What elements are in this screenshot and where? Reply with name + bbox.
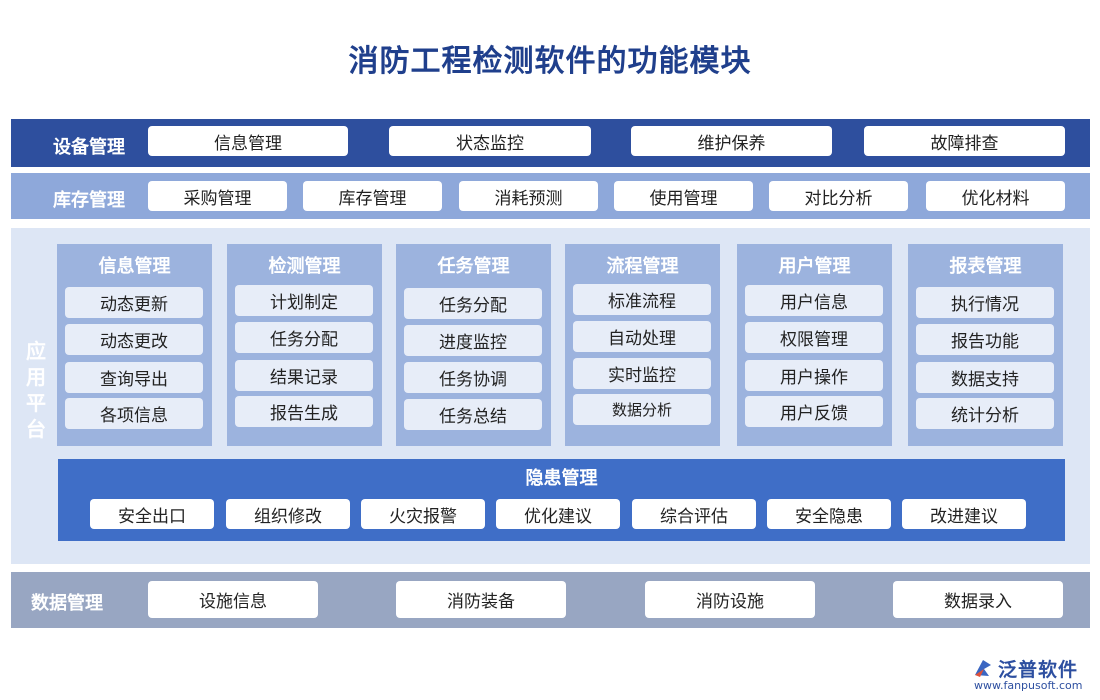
inventory-item: 采购管理: [148, 181, 287, 211]
data-item: 数据录入: [893, 581, 1063, 618]
hazard-management-title: 隐患管理: [525, 468, 598, 489]
module-item: 任务协调: [404, 362, 542, 393]
hazard-item: 安全出口: [90, 499, 214, 529]
module-item: 任务分配: [235, 322, 373, 353]
data-management-band: 数据管理 设施信息 消防装备 消防设施 数据录入: [11, 572, 1090, 628]
module-title: 用户管理: [778, 256, 851, 277]
device-item: 故障排查: [864, 126, 1065, 156]
module-item: 执行情况: [916, 287, 1054, 318]
fanpu-logo: 泛普软件 www.fanpusoft.com: [972, 655, 1094, 697]
logo-url: www.fanpusoft.com: [974, 679, 1083, 692]
device-management-label: 设备管理: [53, 137, 125, 158]
module-title: 信息管理: [98, 256, 171, 277]
module-item: 报告功能: [916, 324, 1054, 355]
device-item: 状态监控: [389, 126, 591, 156]
module-item: 各项信息: [65, 398, 203, 429]
inventory-management-band: 库存管理 采购管理 库存管理 消耗预测 使用管理 对比分析 优化材料: [11, 173, 1090, 219]
inventory-item: 优化材料: [926, 181, 1065, 211]
hazard-item: 组织修改: [226, 499, 350, 529]
inventory-management-label: 库存管理: [53, 190, 125, 211]
inventory-item: 对比分析: [769, 181, 908, 211]
module-report-management: 报表管理 执行情况 报告功能 数据支持 统计分析: [908, 244, 1063, 446]
hazard-item: 综合评估: [632, 499, 756, 529]
data-item: 消防设施: [645, 581, 815, 618]
module-user-management: 用户管理 用户信息 权限管理 用户操作 用户反馈: [737, 244, 892, 446]
inventory-item: 库存管理: [303, 181, 442, 211]
data-item: 消防装备: [396, 581, 566, 618]
module-item: 任务分配: [404, 288, 542, 319]
module-item: 计划制定: [235, 285, 373, 316]
module-item: 数据分析: [573, 394, 711, 425]
data-management-label: 数据管理: [31, 593, 103, 614]
module-task-management: 任务管理 任务分配 进度监控 任务协调 任务总结: [396, 244, 551, 446]
module-item: 结果记录: [235, 360, 373, 391]
module-title: 报表管理: [949, 256, 1022, 277]
hazard-item: 安全隐患: [767, 499, 891, 529]
module-item: 动态更新: [65, 287, 203, 318]
module-info-management: 信息管理 动态更新 动态更改 查询导出 各项信息: [57, 244, 212, 446]
data-item: 设施信息: [148, 581, 318, 618]
module-item: 用户操作: [745, 360, 883, 391]
inventory-item: 消耗预测: [459, 181, 598, 211]
module-item: 查询导出: [65, 362, 203, 393]
hazard-item: 改进建议: [902, 499, 1026, 529]
hazard-item: 火灾报警: [361, 499, 485, 529]
module-item: 自动处理: [573, 321, 711, 352]
module-item: 报告生成: [235, 396, 373, 427]
device-item: 信息管理: [148, 126, 348, 156]
application-platform-label: 应用平台: [26, 339, 46, 441]
module-item: 动态更改: [65, 324, 203, 355]
module-item: 标准流程: [573, 284, 711, 315]
module-item: 数据支持: [916, 362, 1054, 393]
module-inspection-management: 检测管理 计划制定 任务分配 结果记录 报告生成: [227, 244, 382, 446]
module-item: 进度监控: [404, 325, 542, 356]
inventory-item: 使用管理: [614, 181, 753, 211]
module-title: 流程管理: [606, 256, 679, 277]
module-item: 用户反馈: [745, 396, 883, 427]
device-management-band: 设备管理 信息管理 状态监控 维护保养 故障排查: [11, 119, 1090, 167]
module-item: 任务总结: [404, 399, 542, 430]
module-item: 用户信息: [745, 285, 883, 316]
module-process-management: 流程管理 标准流程 自动处理 实时监控 数据分析: [565, 244, 720, 446]
module-title: 任务管理: [437, 256, 510, 277]
application-platform-band: 应用平台 信息管理 动态更新 动态更改 查询导出 各项信息 检测管理 计划制定 …: [11, 228, 1090, 564]
page-title: 消防工程检测软件的功能模块: [348, 44, 752, 79]
hazard-management-module: 隐患管理 安全出口 组织修改 火灾报警 优化建议 综合评估 安全隐患 改进建议: [58, 459, 1065, 541]
fanpu-logo-icon: [975, 660, 991, 677]
module-item: 统计分析: [916, 398, 1054, 429]
hazard-item: 优化建议: [496, 499, 620, 529]
module-item: 实时监控: [573, 358, 711, 389]
device-item: 维护保养: [631, 126, 832, 156]
logo-name: 泛普软件: [998, 659, 1079, 681]
module-title: 检测管理: [268, 256, 341, 277]
module-item: 权限管理: [745, 322, 883, 353]
